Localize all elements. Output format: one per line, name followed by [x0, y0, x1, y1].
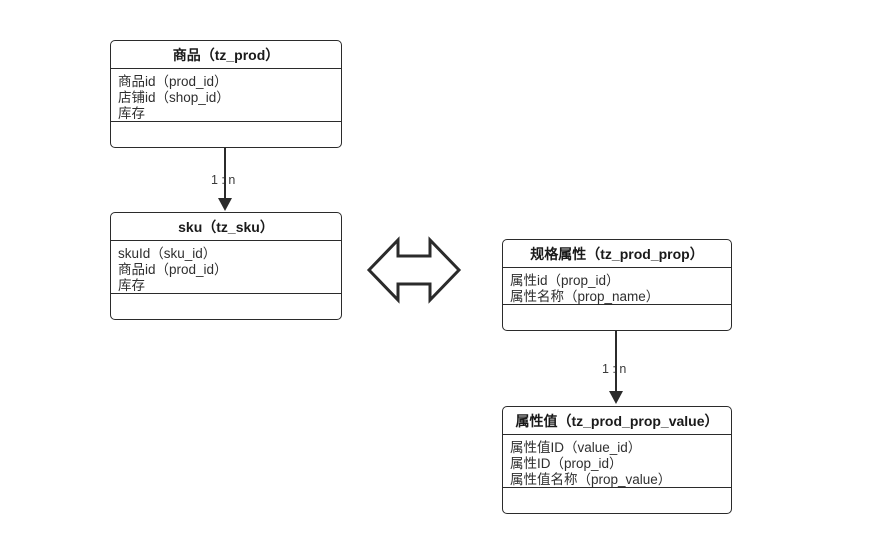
- connector-label-prop-to-prop-value: 1 : n: [602, 362, 627, 376]
- entity-box-tz-prod-prop-value[interactable]: 属性值（tz_prod_prop_value） 属性值ID（value_id） …: [502, 406, 732, 514]
- entity-field: 店铺id（shop_id）: [118, 90, 230, 105]
- entity-title-tz-prod: 商品（tz_prod）: [111, 41, 341, 69]
- entity-fields-tz-prod: 商品id（prod_id） 店铺id（shop_id） 库存: [111, 69, 341, 122]
- connector-arrowhead-icon: [609, 391, 623, 404]
- entity-field: 库存: [118, 278, 145, 293]
- entity-footer-tz-prod: [111, 122, 341, 147]
- entity-footer-tz-sku: [111, 294, 341, 319]
- entity-footer-tz-prod-prop-value: [503, 488, 731, 513]
- connector-arrowhead-icon: [218, 198, 232, 211]
- entity-field: 商品id（prod_id）: [118, 262, 228, 277]
- entity-title-tz-prod-prop-value: 属性值（tz_prod_prop_value）: [503, 407, 731, 435]
- entity-title-tz-sku: sku（tz_sku）: [111, 213, 341, 241]
- entity-fields-tz-prod-prop-value: 属性值ID（value_id） 属性ID（prop_id） 属性值名称（prop…: [503, 435, 731, 488]
- entity-box-tz-prod[interactable]: 商品（tz_prod） 商品id（prod_id） 店铺id（shop_id） …: [110, 40, 342, 148]
- entity-field: 属性值名称（prop_value）: [510, 472, 672, 487]
- connector-line: [224, 148, 226, 200]
- entity-field: skuId（sku_id）: [118, 246, 217, 261]
- entity-field: 商品id（prod_id）: [118, 74, 228, 89]
- entity-field: 属性值ID（value_id）: [510, 440, 642, 455]
- entity-title-tz-prod-prop: 规格属性（tz_prod_prop）: [503, 240, 731, 268]
- entity-footer-tz-prod-prop: [503, 305, 731, 330]
- entity-fields-tz-sku: skuId（sku_id） 商品id（prod_id） 库存: [111, 241, 341, 294]
- connector-line: [615, 331, 617, 392]
- entity-box-tz-sku[interactable]: sku（tz_sku） skuId（sku_id） 商品id（prod_id） …: [110, 212, 342, 320]
- entity-field: 属性名称（prop_name）: [510, 289, 660, 304]
- double-headed-arrow-icon[interactable]: [365, 234, 463, 306]
- entity-field: 库存: [118, 106, 145, 121]
- entity-fields-tz-prod-prop: 属性id（prop_id） 属性名称（prop_name）: [503, 268, 731, 305]
- entity-field: 属性ID（prop_id）: [510, 456, 623, 471]
- connector-label-prod-to-sku: 1 : n: [211, 173, 236, 187]
- entity-field: 属性id（prop_id）: [510, 273, 620, 288]
- entity-box-tz-prod-prop[interactable]: 规格属性（tz_prod_prop） 属性id（prop_id） 属性名称（pr…: [502, 239, 732, 331]
